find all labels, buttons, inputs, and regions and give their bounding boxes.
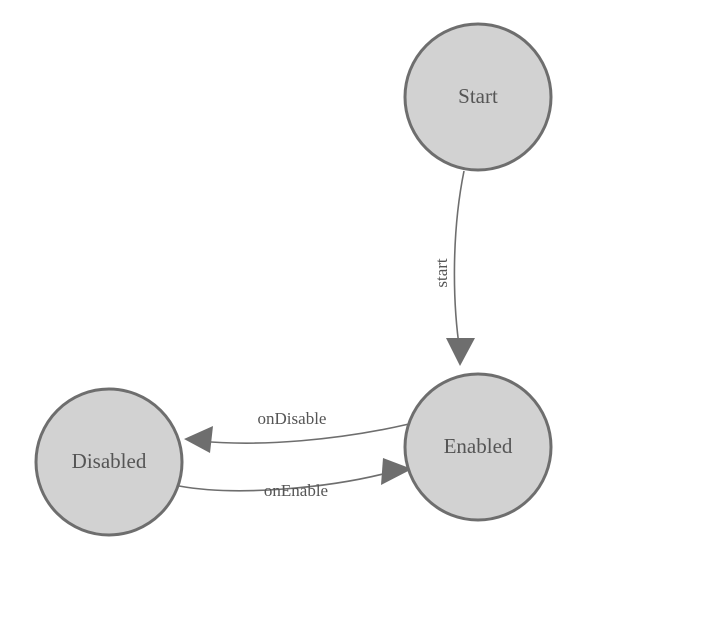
edge-enabled-to-disabled[interactable]: onDisable bbox=[184, 409, 410, 453]
edge-label-ondisable: onDisable bbox=[258, 409, 327, 428]
state-label-enabled: Enabled bbox=[444, 434, 513, 458]
edge-disabled-to-enabled[interactable]: onEnable bbox=[178, 458, 412, 500]
arrowhead-ondisable bbox=[184, 426, 213, 453]
arrowhead-onenable bbox=[381, 458, 412, 485]
arrowhead-start bbox=[446, 338, 475, 366]
state-circle-start bbox=[403, 22, 553, 172]
edge-label-onenable: onEnable bbox=[264, 481, 328, 500]
state-node-disabled[interactable]: Disabled bbox=[34, 387, 184, 537]
edge-path-onenable bbox=[178, 473, 384, 492]
edge-path-ondisable bbox=[199, 423, 410, 444]
state-circle-disabled bbox=[34, 387, 184, 537]
state-node-enabled[interactable]: Enabled bbox=[403, 372, 553, 522]
edge-path-start bbox=[453, 170, 465, 353]
state-label-disabled: Disabled bbox=[72, 449, 147, 473]
state-node-start[interactable]: Start bbox=[403, 22, 553, 172]
edge-label-start: start bbox=[432, 258, 451, 288]
state-circle-enabled bbox=[403, 372, 553, 522]
edge-start-to-enabled[interactable]: start bbox=[432, 170, 475, 366]
state-label-start: Start bbox=[458, 84, 498, 108]
